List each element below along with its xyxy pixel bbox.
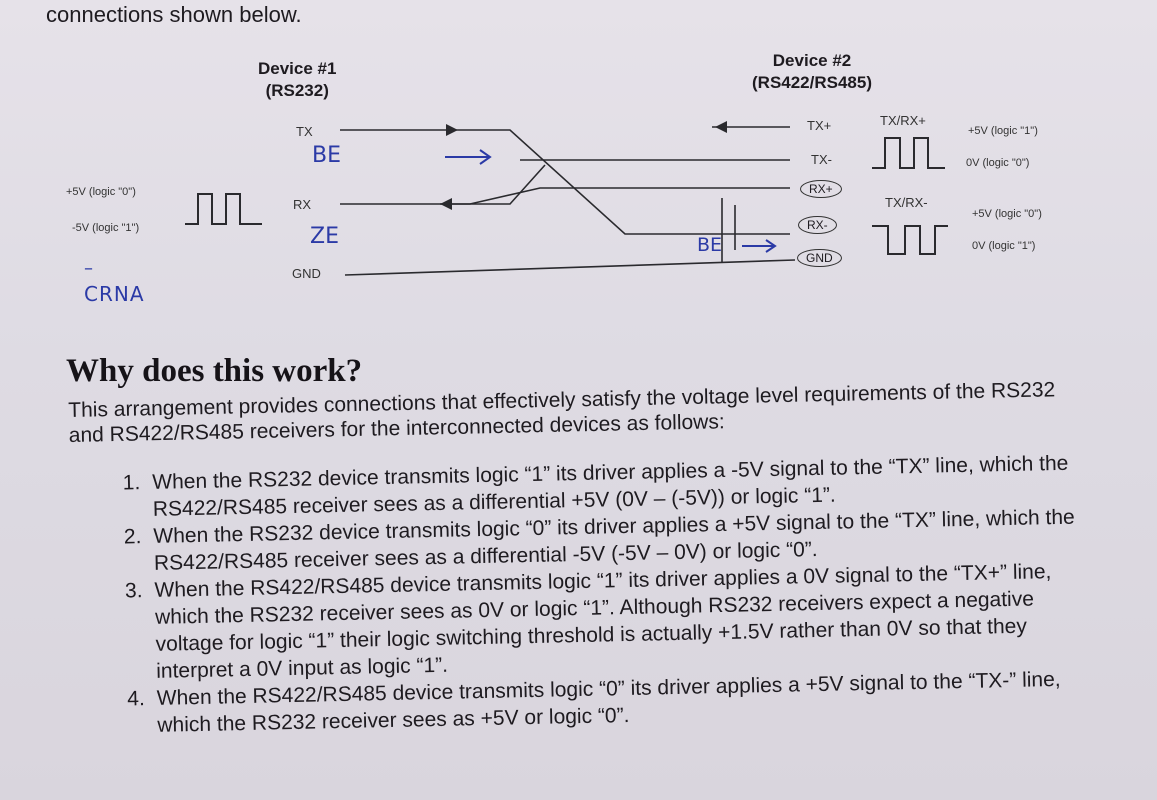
tx-wire: [340, 129, 790, 235]
waveform-txrxp: [872, 137, 945, 169]
pin-rx-label: RX: [293, 197, 312, 212]
handwritten-crna: CRNA: [84, 282, 145, 306]
hand-arrow-tx: [445, 149, 492, 165]
list-item: 3. When the RS422/RS485 device transmits…: [102, 557, 1094, 686]
rx-arrow-head: [440, 198, 452, 210]
section-heading: Why does this work?: [66, 353, 363, 389]
handwritten-ze-rx: ZE: [310, 224, 339, 249]
pin-gnd2-label: GND: [797, 249, 842, 267]
list-item-number: 1.: [122, 471, 141, 495]
hand-arrow-right: [742, 239, 777, 253]
gnd-wire: [344, 259, 796, 276]
logic-txrxm-high: +5V (logic "0"): [972, 208, 1042, 220]
device1-title: Device #1: [258, 59, 337, 78]
logic-left-high: +5V (logic "0"): [66, 186, 136, 198]
pin-txminus-label: TX-: [811, 152, 832, 167]
pin-txplus-label: TX+: [807, 118, 832, 133]
device1-subtitle: (RS232): [265, 81, 329, 100]
list-item-number: 4.: [127, 687, 146, 711]
handwritten-be-right: BE: [697, 234, 723, 256]
logic-txrxp-high: +5V (logic "1"): [968, 125, 1038, 137]
tx-arrow-head: [446, 124, 458, 136]
rx-cross-wire: [440, 164, 546, 205]
device2-title: Device #2: [772, 51, 852, 70]
logic-txrxp-low: 0V (logic "0"): [966, 157, 1030, 169]
handwritten-be-tx: BE: [312, 143, 341, 168]
list-item-number: 2.: [123, 525, 142, 549]
explanation-list: 1. When the RS232 device transmits logic…: [100, 449, 1095, 740]
pin-rxplus-label: RX+: [800, 180, 842, 198]
tx-plus-arrow-head: [715, 121, 727, 133]
logic-left-low: -5V (logic "1"): [72, 222, 140, 234]
pin-gnd-label: GND: [292, 266, 321, 281]
wiring-diagram: [185, 121, 948, 276]
list-item-number: 3.: [124, 579, 143, 603]
device2-label: Device #2 (RS422/RS485): [752, 50, 872, 94]
logic-txrxm-low: 0V (logic "1"): [972, 240, 1036, 252]
pin-tx-label: TX: [296, 124, 313, 139]
rx-wire-to-rx-plus: [340, 187, 790, 205]
device2-subtitle: (RS422/RS485): [752, 73, 873, 92]
handwritten-dash: –: [84, 258, 93, 279]
txrxm-label: TX/RX-: [885, 195, 928, 210]
waveform-txrxm: [872, 225, 948, 255]
device1-label: Device #1 (RS232): [258, 58, 336, 102]
txrxp-label: TX/RX+: [880, 113, 926, 128]
pin-rxminus-label: RX-: [798, 216, 837, 234]
waveform-left: [185, 193, 262, 225]
list-item-text: When the RS422/RS485 device transmits lo…: [154, 560, 1052, 683]
intro-text: connections shown below.: [46, 2, 302, 27]
